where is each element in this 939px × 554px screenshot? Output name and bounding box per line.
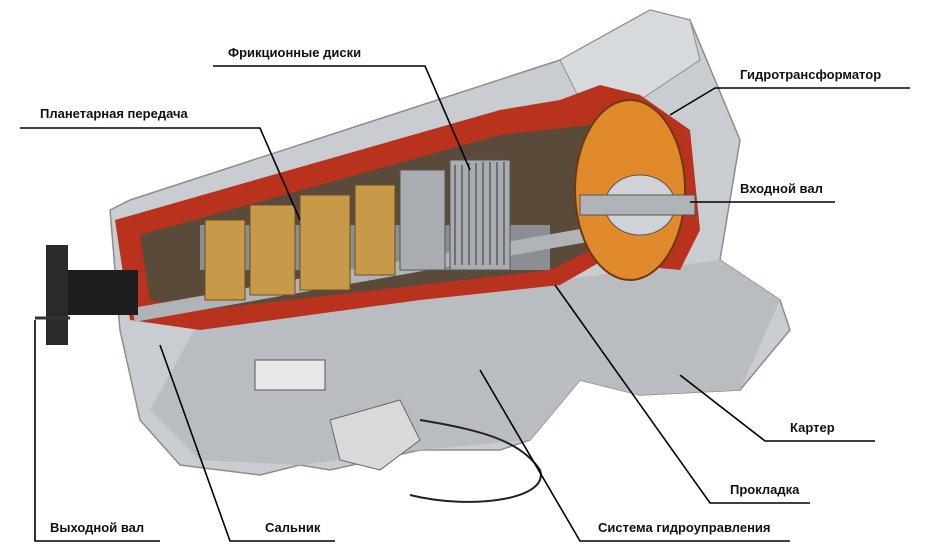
label-output-shaft: Выходной вал [50,520,145,535]
label-planetary-gear: Планетарная передача [40,106,188,121]
cable [409,419,542,503]
torque-converter [574,99,696,281]
leader-lines [20,65,910,542]
output-flange [35,245,138,345]
label-input-shaft: Входной вал [740,181,823,196]
gear-train [132,159,588,322]
label-friction-discs: Фрикционные диски [228,45,362,60]
label-oil-seal: Сальник [265,520,321,535]
label-gasket: Прокладка [730,482,800,497]
label-torque-converter: Гидротрансформатор [740,67,882,82]
label-hydraulic-control: Система гидроуправления [598,520,771,535]
nameplate [254,359,326,391]
label-housing: Картер [790,420,835,435]
